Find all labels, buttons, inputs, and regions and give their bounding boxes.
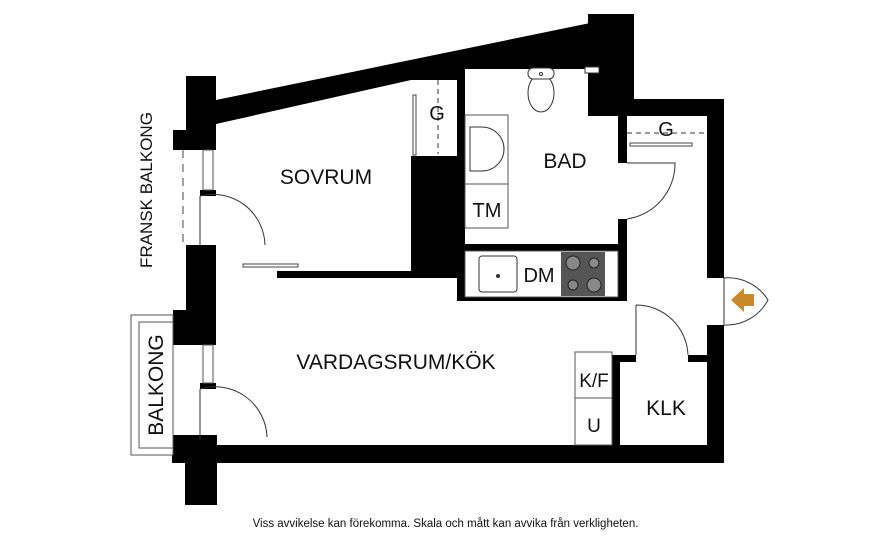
bath-door[interactable] — [626, 162, 676, 220]
left-wall-top-stub — [173, 130, 216, 150]
closet-label-hall: G — [658, 119, 674, 141]
walls — [172, 14, 724, 505]
bath-bottom-wall — [457, 244, 627, 251]
washing-machine-box — [464, 183, 509, 229]
bath-right-wall-lower — [618, 219, 627, 297]
stove-icon — [561, 252, 605, 296]
sliding-doors — [242, 94, 693, 268]
balcony-inner — [138, 321, 174, 449]
bedroom-closet-sliding-door[interactable] — [412, 94, 417, 156]
toilet-icon — [527, 67, 555, 113]
oven-box — [574, 397, 613, 446]
doors — [199, 162, 769, 440]
left-wall-window-sill — [200, 190, 216, 196]
living-window — [202, 344, 214, 384]
bath-left-wall — [457, 69, 465, 297]
room-label-vardagsrum: VARDAGSRUM/KÖK — [296, 351, 495, 374]
bedroom-bottom-wall — [277, 271, 457, 278]
bedroom-bath-partition — [411, 156, 457, 278]
closet-label-bedroom: G — [429, 103, 445, 125]
right-bath-block — [588, 14, 634, 116]
klk-door[interactable] — [635, 304, 689, 356]
washbasin-icon — [469, 126, 505, 172]
counter-bottom-wall — [457, 297, 627, 301]
klk-left-wall — [612, 355, 620, 445]
label-dm: DM — [523, 265, 554, 287]
right-wall-lower — [707, 325, 724, 463]
fridge-freezer-box — [574, 351, 613, 399]
entry-door[interactable] — [723, 277, 769, 326]
label-tm: TM — [473, 200, 502, 222]
bedroom-window — [202, 149, 214, 191]
left-wall-lower-block — [172, 435, 217, 463]
sink-drain-icon — [496, 274, 500, 278]
bedroom-sliding-door[interactable] — [242, 263, 299, 268]
shower-tap-icon — [584, 66, 600, 74]
bottom-wall — [185, 445, 724, 463]
balcony-outline — [130, 314, 174, 456]
bath-right-wall-upper — [618, 99, 627, 163]
left-wall-lower-sill — [200, 383, 216, 389]
living-balcony-door[interactable] — [199, 386, 268, 440]
entry-arrow-icon — [731, 288, 754, 312]
right-wall-upper — [707, 99, 724, 278]
hall-closet-sliding-door[interactable] — [629, 142, 693, 147]
left-wall-top-block — [186, 76, 216, 130]
room-label-sovrum: SOVRUM — [280, 166, 372, 189]
klk-top-wall-left — [612, 355, 636, 362]
label-fransk-balkong: FRANSK BALKONG — [137, 112, 156, 268]
bedroom-balcony-door[interactable] — [199, 193, 266, 246]
klk-top-wall-right — [688, 355, 710, 362]
left-wall-mid-block — [186, 245, 216, 310]
label-kf: K/F — [579, 371, 609, 392]
label-u: U — [587, 416, 601, 437]
label-balkong: BALKONG — [145, 334, 168, 436]
left-wall-mid-stub — [173, 310, 216, 345]
room-label-bad: BAD — [543, 150, 586, 173]
disclaimer-text: Viss avvikelse kan förekomma. Skala och … — [252, 518, 639, 530]
room-label-klk: KLK — [646, 397, 686, 420]
